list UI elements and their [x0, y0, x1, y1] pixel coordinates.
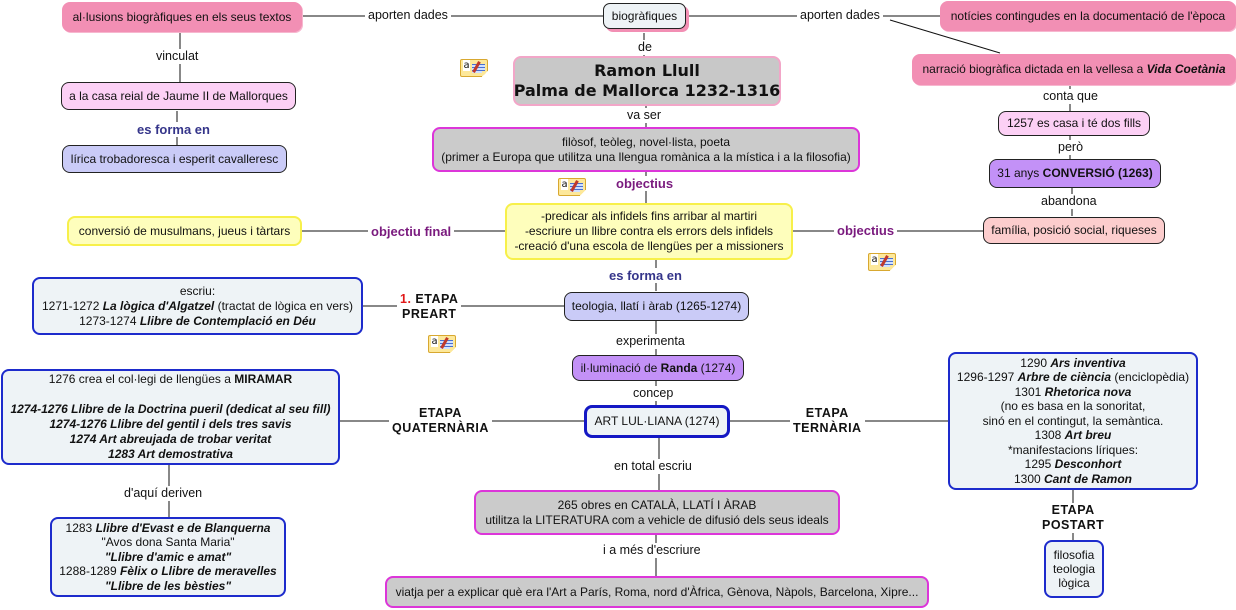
node-etapa-postart[interactable]: filosofia teologia lògica	[1044, 540, 1104, 598]
node-obres[interactable]: 265 obres en CATALÀ, LLATÍ I ÀRAB utilit…	[474, 490, 840, 535]
link-label-objectiu-final: objectiu final	[368, 224, 455, 239]
link-label-va-ser: va ser	[624, 108, 665, 123]
node-text: conversió de musulmans, jueus i tàrtars	[78, 223, 291, 238]
stage-label-quaternaria: ETAPA QUATERNÀRIA	[389, 406, 492, 436]
stage-label-ternaria: ETAPA TERNÀRIA	[790, 406, 865, 436]
node-text: ART LUL·LIANA (1274)	[594, 414, 720, 428]
node-biografiques[interactable]: biogràfiques	[603, 3, 686, 29]
node-text: lírica trobadoresca i esperit cavalleres…	[70, 151, 279, 166]
work-title: Llibre de Contemplació en Déu	[139, 313, 316, 328]
link-label-i-a-mes: i a més d'escriure	[600, 543, 704, 558]
work-title: Art breu	[1064, 428, 1112, 443]
node-blanquerna[interactable]: 1283 Llibre d'Evast e de Blanquerna "Avo…	[50, 517, 286, 597]
annotation-icon[interactable]: a	[460, 59, 488, 77]
work-title: 1274-1276 Llibre de la Doctrina pueril (…	[10, 402, 331, 416]
node-viatja[interactable]: viatja per a explicar què era l'Art a Pa…	[385, 576, 929, 608]
work-title: "Llibre d'amic e amat"	[104, 549, 232, 564]
annotation-icon[interactable]: a	[558, 178, 586, 196]
objective-item: -escriure un llibre contra els errors de…	[524, 224, 774, 238]
work-title: 1283 Art demostrativa	[108, 447, 233, 461]
node-etapa-preart[interactable]: escriu: 1271-1272 La lògica d'Algatzel (…	[32, 277, 363, 335]
objective-item: -predicar als infidels fins arribar al m…	[540, 209, 758, 223]
work-title: Llibre d'Evast e de Blanquerna	[95, 520, 271, 535]
work-title: "Llibre de les bèsties"	[104, 578, 232, 593]
stage-label-preart: 1. ETAPA PREART	[397, 292, 462, 322]
node-text: família, posició social, riqueses	[991, 223, 1157, 237]
link-label-aporten-dades-left: aporten dades	[365, 8, 451, 23]
objective-item: -creació d'una escola de llengües per a …	[514, 239, 784, 253]
node-text-line2: (primer a Europa que utilitza una llengu…	[441, 149, 851, 164]
node-objectiu-final[interactable]: conversió de musulmans, jueus i tàrtars	[67, 216, 302, 246]
node-allusions[interactable]: al·lusions biogràfiques en els seus text…	[62, 2, 302, 32]
annotation-icon[interactable]: a	[868, 253, 896, 271]
node-ramon-llull[interactable]: Ramon Llull Palma de Mallorca 1232-1316	[513, 56, 781, 106]
link-label-aporten-dades-right: aporten dades	[797, 8, 883, 23]
link-label-concep: concep	[630, 386, 677, 401]
node-text: notícies contingudes en la documentació …	[950, 8, 1226, 23]
node-text: a la casa reial de Jaume II de Mallorque…	[69, 88, 288, 103]
work-title: La lògica d'Algatzel	[102, 298, 215, 313]
work-title: Desconhort	[1054, 457, 1122, 472]
work-title: 1274-1276 Llibre del gentil i dels tres …	[49, 417, 292, 431]
link-label-daqui-deriven: d'aquí deriven	[121, 486, 206, 501]
link-label-es-forma-en-left: es forma en	[134, 122, 213, 137]
node-casa-reial[interactable]: a la casa reial de Jaume II de Mallorque…	[61, 82, 296, 110]
work-title: 1274 Art abreujada de trobar veritat	[69, 432, 272, 446]
link-label-vinculat: vinculat	[153, 49, 202, 64]
node-etapa-ternaria[interactable]: 1290 Ars inventiva 1296-1297 Arbre de ci…	[948, 352, 1198, 490]
node-text: viatja per a explicar què era l'Art a Pa…	[395, 584, 919, 599]
link-label-objectius-right: objectius	[834, 223, 898, 238]
node-casa-fills[interactable]: 1257 es casa i té dos fills	[998, 111, 1150, 136]
node-etapa-quaternaria[interactable]: 1276 crea el col·legi de llengües a MIRA…	[1, 369, 340, 465]
work-title: Ars inventiva	[1050, 355, 1126, 370]
node-randa[interactable]: il·luminació de Randa (1274)	[572, 355, 744, 381]
node-text-line1: filòsof, teòleg, novel·lista, poeta	[561, 134, 731, 149]
node-text: al·lusions biogràfiques en els seus text…	[72, 9, 292, 24]
node-filosof[interactable]: filòsof, teòleg, novel·lista, poeta (pri…	[432, 127, 860, 172]
work-title: Rhetorica nova	[1044, 384, 1132, 399]
link-label-pero: però	[1055, 140, 1087, 155]
node-conversio[interactable]: 31 anys CONVERSIÓ (1263)	[989, 159, 1161, 188]
stage-label-postart: ETAPA POSTART	[1039, 503, 1108, 533]
link-label-abandona: abandona	[1038, 194, 1100, 209]
link-label-objectius-top: objectius	[613, 176, 677, 191]
node-text-line2: utilitza la LITERATURA com a vehicle de …	[485, 512, 829, 527]
annotation-icon[interactable]: a	[428, 335, 456, 353]
work-title: Vida Coetània	[1146, 62, 1226, 76]
link-label-experimenta: experimenta	[613, 334, 688, 349]
node-text: biogràfiques	[611, 8, 678, 23]
title-name: Ramon Llull	[594, 61, 700, 80]
link-label-conta-que: conta que	[1040, 89, 1101, 104]
link-label-es-forma-en-center: es forma en	[606, 268, 685, 283]
node-text: narració biogràfica dictada en la velles…	[922, 62, 1226, 76]
link-label-de: de	[635, 40, 655, 55]
node-lirica[interactable]: lírica trobadoresca i esperit cavalleres…	[62, 145, 287, 173]
node-art-lulliana[interactable]: ART LUL·LIANA (1274)	[584, 405, 730, 438]
work-title: Arbre de ciència	[1017, 370, 1112, 385]
work-title: Fèlix o Llibre de meravelles	[119, 564, 277, 579]
title-dates: Palma de Mallorca 1232-1316	[513, 81, 781, 100]
node-familia[interactable]: família, posició social, riqueses	[983, 217, 1165, 244]
node-text: 1257 es casa i té dos fills	[1006, 116, 1142, 130]
node-text-line1: 265 obres en CATALÀ, LLATÍ I ÀRAB	[557, 497, 757, 512]
node-text: 31 anys CONVERSIÓ (1263)	[997, 166, 1153, 180]
node-text: il·luminació de Randa (1274)	[580, 360, 736, 375]
node-narracio[interactable]: narració biogràfica dictada en la velles…	[912, 54, 1236, 85]
node-teologia[interactable]: teologia, llatí i àrab (1265-1274)	[564, 292, 749, 321]
node-noticies[interactable]: notícies contingudes en la documentació …	[940, 1, 1236, 31]
node-objectius[interactable]: -predicar als infidels fins arribar al m…	[505, 203, 793, 260]
node-text: teologia, llatí i àrab (1265-1274)	[571, 299, 742, 313]
work-title: Cant de Ramon	[1044, 471, 1133, 486]
link-label-en-total-escriu: en total escriu	[611, 459, 695, 474]
